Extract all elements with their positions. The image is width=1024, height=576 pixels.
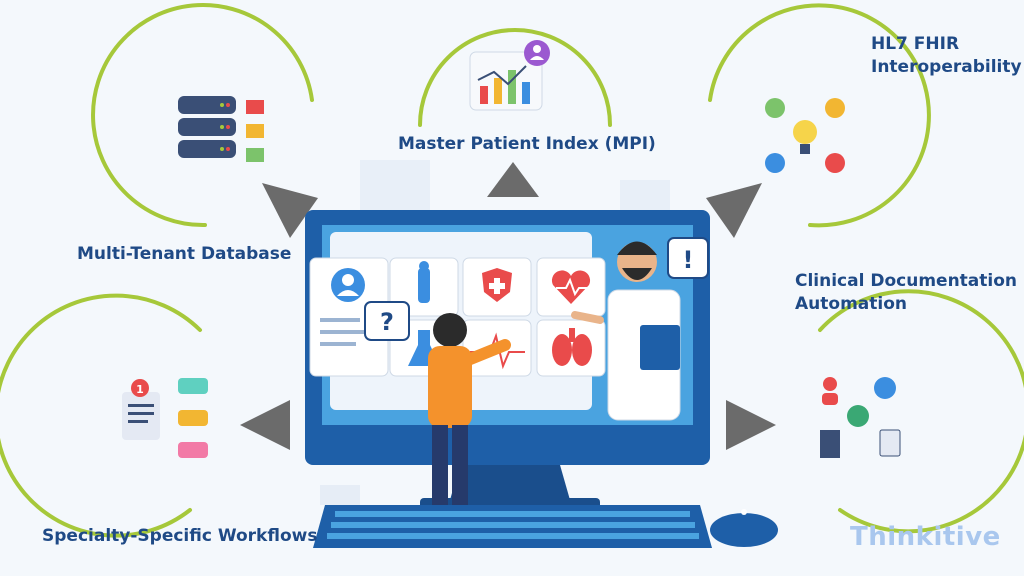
svg-text:1: 1 bbox=[136, 383, 144, 396]
question-bubble bbox=[364, 301, 410, 341]
arc-bottom-left bbox=[0, 293, 202, 538]
arc-top-right bbox=[708, 3, 931, 228]
doctor-figure bbox=[571, 241, 681, 421]
workflow-icon: 1 bbox=[122, 378, 208, 458]
arc-top-left bbox=[91, 3, 314, 228]
bg-shape bbox=[320, 485, 360, 505]
lungs-icon bbox=[552, 334, 572, 366]
arrow-top-left bbox=[262, 183, 318, 238]
svg-text:?: ? bbox=[380, 308, 394, 336]
arrow-top bbox=[487, 162, 539, 197]
arrow-right bbox=[726, 400, 776, 450]
keyboard bbox=[313, 505, 712, 548]
node-label-clinical-line2: Automation bbox=[795, 294, 907, 314]
green-arcs bbox=[0, 3, 1024, 538]
fhir-gears-icon bbox=[765, 98, 845, 173]
exclaim-bubble bbox=[667, 237, 709, 279]
node-label-hl7-line1: HL7 FHIR bbox=[871, 34, 960, 54]
node-label-multi-tenant: Multi-Tenant Database bbox=[77, 244, 292, 264]
node-label-mpi: Master Patient Index (MPI) bbox=[398, 134, 656, 154]
arrow-left bbox=[240, 400, 290, 450]
database-icon bbox=[178, 96, 264, 162]
node-label-clinical-line1: Clinical Documentation bbox=[795, 271, 1018, 291]
heart-icon bbox=[551, 270, 591, 304]
arrows bbox=[240, 162, 776, 450]
brand-logo: Thinkitive bbox=[850, 522, 1001, 552]
arrow-top-right bbox=[706, 183, 762, 238]
person-icon bbox=[418, 268, 430, 303]
node-label-specialty: Specialty-Specific Workflows bbox=[42, 526, 318, 546]
mpi-chart-icon bbox=[469, 40, 550, 111]
arc-bottom-right bbox=[818, 289, 1024, 534]
node-label-hl7-line2: Interoperability bbox=[871, 57, 1022, 77]
automation-icon bbox=[820, 377, 901, 458]
svg-text:!: ! bbox=[683, 246, 694, 274]
arc-top bbox=[418, 28, 612, 127]
mouse bbox=[710, 513, 778, 547]
